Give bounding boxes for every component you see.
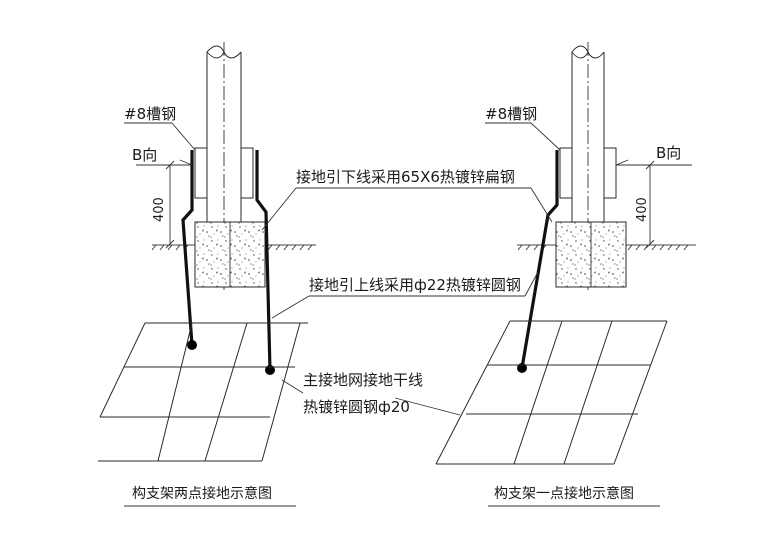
left-up-lead-conductor [255, 150, 272, 371]
left-dimension: 400 [152, 160, 192, 249]
main-grid-label-line1: 主接地网接地干线 [303, 371, 423, 389]
left-weld-point-1 [187, 340, 197, 350]
center-annotations: 接地引下线采用65X6热镀锌扁钢 接地引上线采用ф22热镀锌圆钢 主接地网接地干… [261, 168, 553, 416]
left-b-view-marker: B向 [132, 146, 193, 166]
captions: 构支架两点接地示意图 构支架一点接地示意图 [124, 485, 660, 507]
right-channel-label: #8槽钢 [485, 105, 537, 123]
left-b-view-label: B向 [132, 146, 157, 164]
main-grid-label-line2: 热镀锌圆钢ф20 [303, 398, 410, 416]
left-grounding-grid [98, 322, 308, 462]
left-channel-label: #8槽钢 [124, 105, 176, 123]
right-b-view-marker: B向 [615, 144, 692, 166]
left-channel-steel [194, 147, 254, 199]
right-dim-400: 400 [635, 197, 650, 222]
right-grounding-grid [435, 320, 668, 465]
right-lead-conductor [520, 150, 559, 369]
up-lead-label: 接地引上线采用ф22热镀锌圆钢 [309, 276, 521, 294]
right-b-view-label: B向 [656, 144, 681, 162]
right-assembly: 400 B向 #8槽钢 [435, 42, 696, 465]
left-assembly: 400 B向 #8槽钢 [98, 42, 316, 462]
left-dim-400: 400 [152, 197, 167, 222]
down-lead-label: 接地引下线采用65X6热镀锌扁钢 [296, 168, 515, 186]
left-down-lead-conductor [181, 150, 194, 346]
right-caption: 构支架一点接地示意图 [494, 485, 634, 502]
left-caption: 构支架两点接地示意图 [132, 485, 272, 502]
right-channel-steel [559, 147, 617, 199]
